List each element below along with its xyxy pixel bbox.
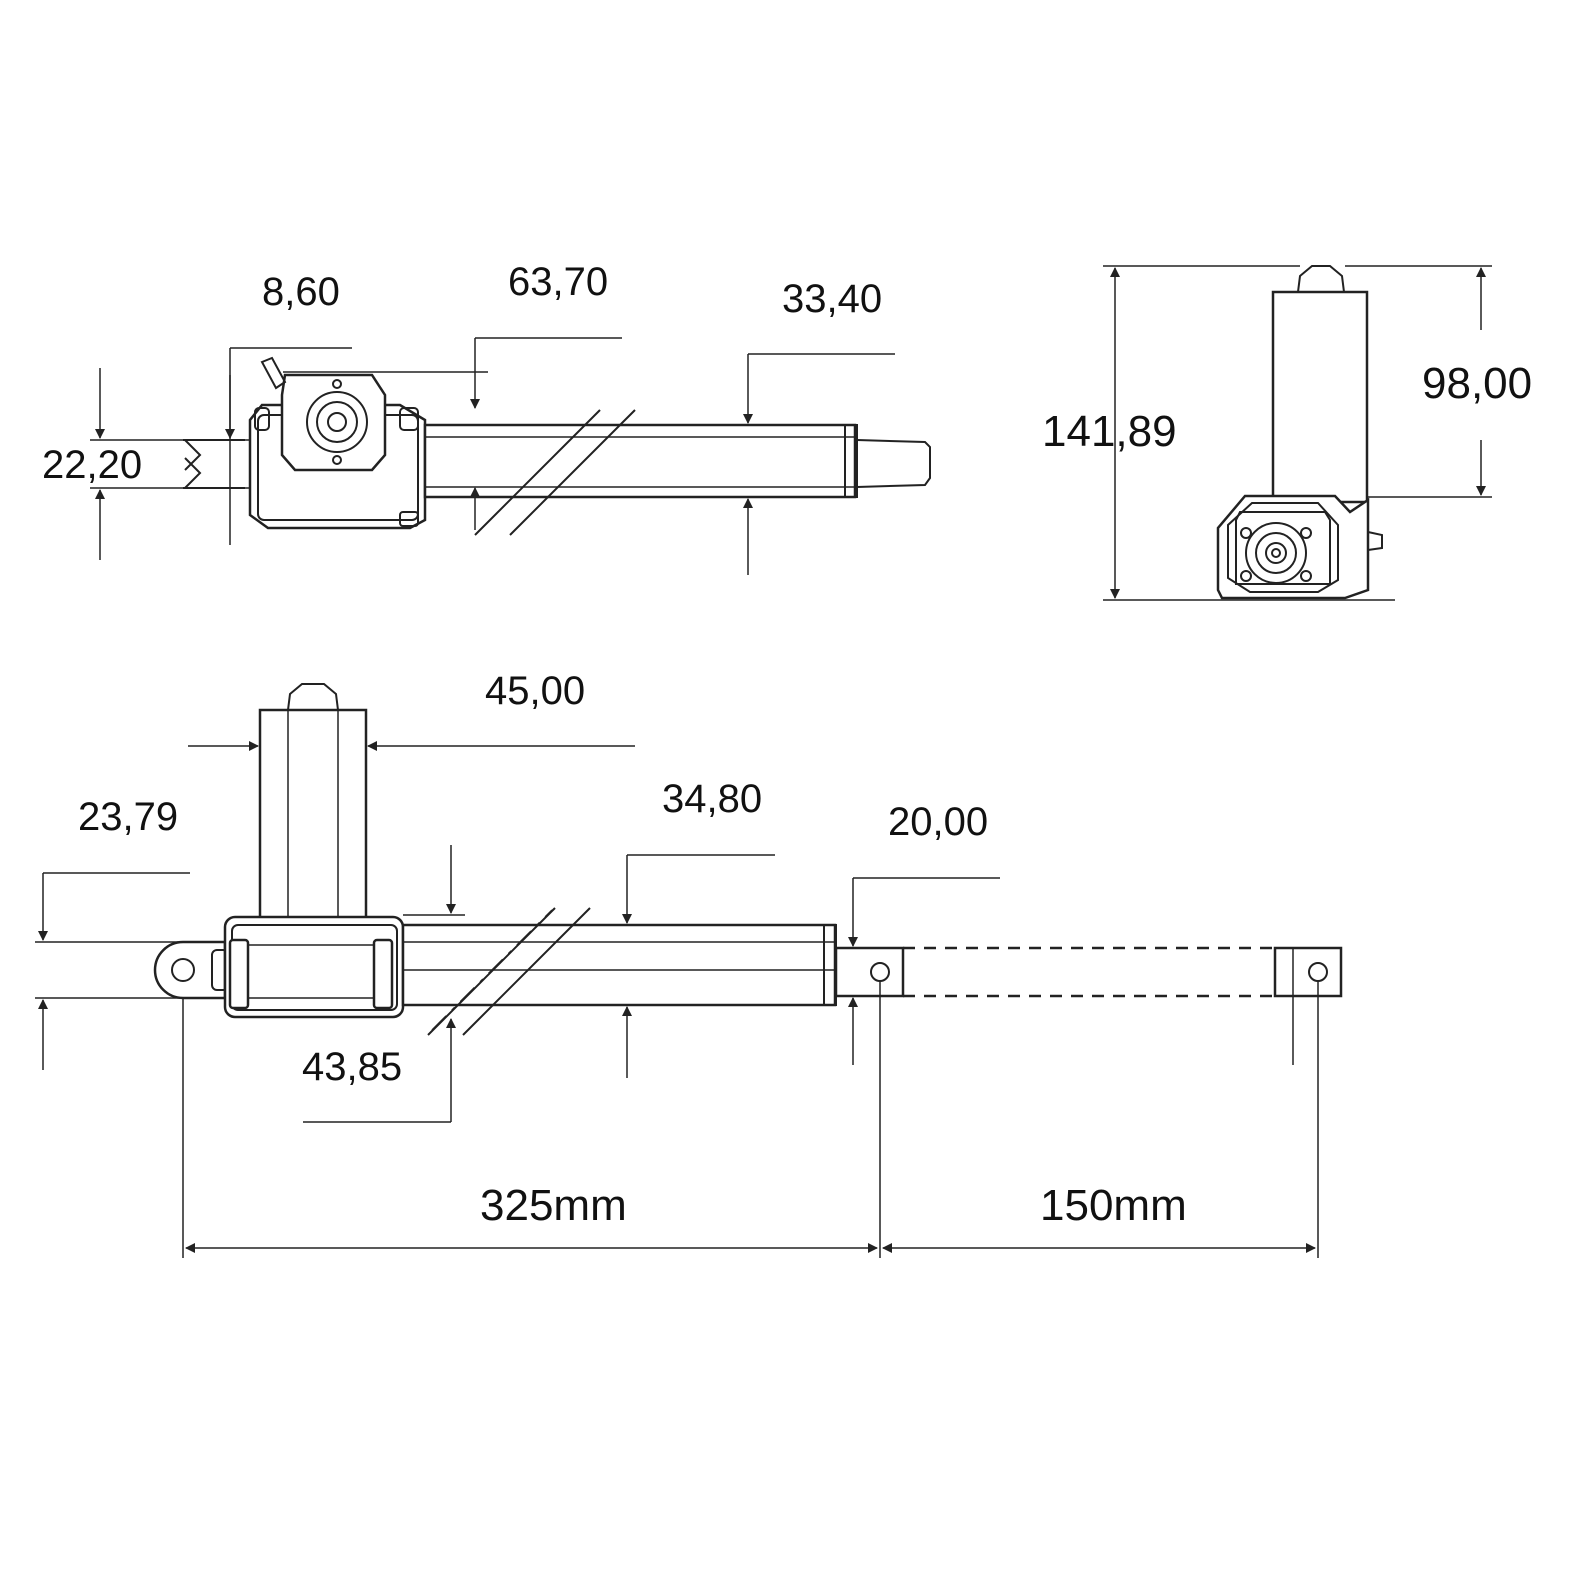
- dim-43-85-label: 43,85: [302, 1045, 402, 1089]
- dim-45-00-label: 45,00: [485, 669, 585, 713]
- end-gearbox-face: [1227, 502, 1339, 593]
- top-motor-cap-outer: [306, 391, 368, 453]
- top-clip-left: [254, 407, 270, 431]
- end-screw-3: [1240, 570, 1252, 582]
- side-dim-325mm: 325mm: [182, 981, 881, 1258]
- top-screw-upper: [332, 379, 342, 389]
- end-motor-nub: [1297, 265, 1345, 293]
- side-motor-nub: [287, 683, 339, 711]
- dim-63-70-label: 63,70: [508, 260, 608, 304]
- side-motor-cylinder: [258, 708, 368, 920]
- end-motor-cylinder: [1271, 290, 1369, 504]
- top-clip-upper: [399, 407, 419, 431]
- dim-150mm-label: 150mm: [1040, 1181, 1187, 1230]
- dim-33-40-label: 33,40: [782, 277, 882, 321]
- dim-141-89-label: 141,89: [1042, 407, 1177, 456]
- side-dim-23-79: 23,79: [35, 795, 190, 1070]
- side-rear-hole: [171, 958, 195, 982]
- side-clip-left: [228, 938, 250, 1010]
- top-dim-63-70: 63,70: [283, 260, 622, 530]
- end-cap-inner: [1265, 542, 1287, 564]
- top-screw-lower: [332, 455, 342, 465]
- top-dim-22-20: 22,20: [42, 368, 250, 560]
- top-outer-tube: [423, 423, 857, 499]
- top-inner-rod: [856, 439, 931, 488]
- side-dim-20-00: 20,00: [848, 800, 1294, 1065]
- top-view: [183, 356, 931, 536]
- top-motor-head: [280, 373, 387, 472]
- end-side-pin: [1367, 531, 1383, 551]
- dim-34-80-label: 34,80: [662, 777, 762, 821]
- top-motor-cap-mid: [316, 401, 358, 443]
- top-motor-cap-inner: [327, 412, 347, 432]
- side-view: [153, 683, 1343, 1036]
- dim-23-79-label: 23,79: [78, 795, 178, 839]
- side-outer-tube: [401, 923, 837, 1007]
- top-rod-clevis: [183, 439, 245, 489]
- end-screw-2: [1300, 527, 1312, 539]
- end-dim-141-89: 141,89: [1042, 265, 1395, 601]
- dim-8-60-label: 8,60: [262, 270, 340, 314]
- side-clip-right: [372, 938, 394, 1010]
- end-screw-1: [1240, 527, 1252, 539]
- dim-22-20-label: 22,20: [42, 443, 142, 487]
- top-clip-lower: [399, 511, 419, 527]
- dim-325mm-label: 325mm: [480, 1181, 627, 1230]
- end-screw-4: [1300, 570, 1312, 582]
- end-view: [1216, 265, 1383, 600]
- top-tube-end-cap: [844, 424, 858, 498]
- side-dim-45-00: 45,00: [188, 669, 635, 751]
- top-lever: [260, 356, 287, 390]
- side-dim-34-80: 34,80: [622, 777, 775, 1078]
- top-break-line-2: [509, 409, 636, 536]
- side-dim-150mm: 150mm: [882, 981, 1319, 1258]
- side-rod-eye-retracted: [834, 946, 905, 998]
- top-dim-33-40: 33,40: [743, 277, 895, 575]
- dim-20-00-label: 20,00: [888, 800, 988, 844]
- dim-98-00-label: 98,00: [1422, 359, 1532, 408]
- side-break-line-2: [462, 907, 591, 1036]
- end-dim-98-00: 98,00: [1345, 265, 1532, 498]
- side-dim-43-85: 43,85: [302, 845, 465, 1123]
- end-cap-mid: [1255, 532, 1297, 574]
- end-cap-outer: [1245, 522, 1307, 584]
- top-dim-8-60: 8,60: [225, 270, 352, 439]
